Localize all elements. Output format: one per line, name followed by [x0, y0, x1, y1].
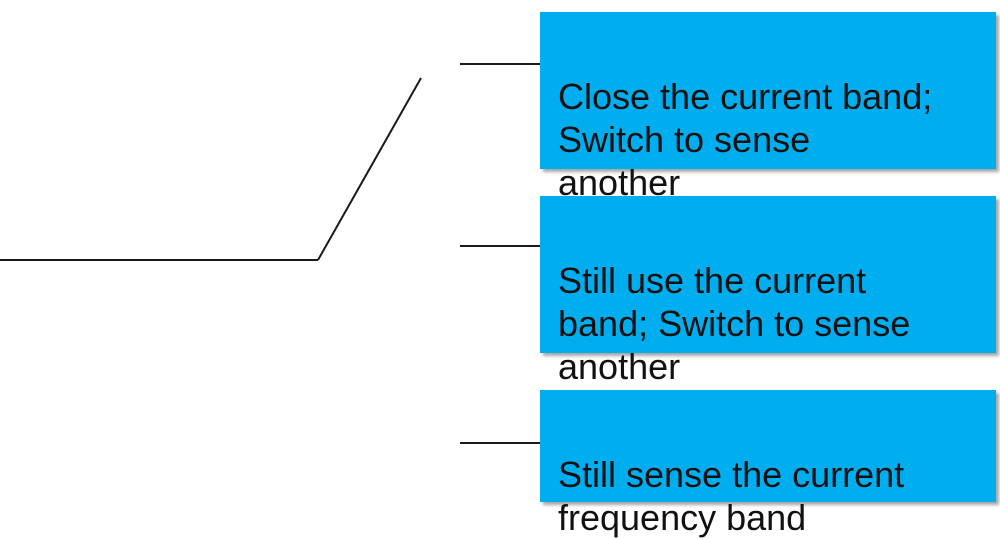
option-text: Still use the current band; Switch to se… — [558, 260, 911, 387]
option-text: Still sense the current frequency band — [558, 454, 905, 538]
option-box-close-band: Close the current band; Switch to sense … — [540, 12, 996, 203]
option-box-sense-band: Still sense the current frequency band — [540, 390, 996, 538]
switch-arm-line — [317, 77, 422, 261]
switch-connector-lines — [0, 63, 540, 444]
option-box-keep-band: Still use the current band; Switch to se… — [540, 196, 996, 387]
